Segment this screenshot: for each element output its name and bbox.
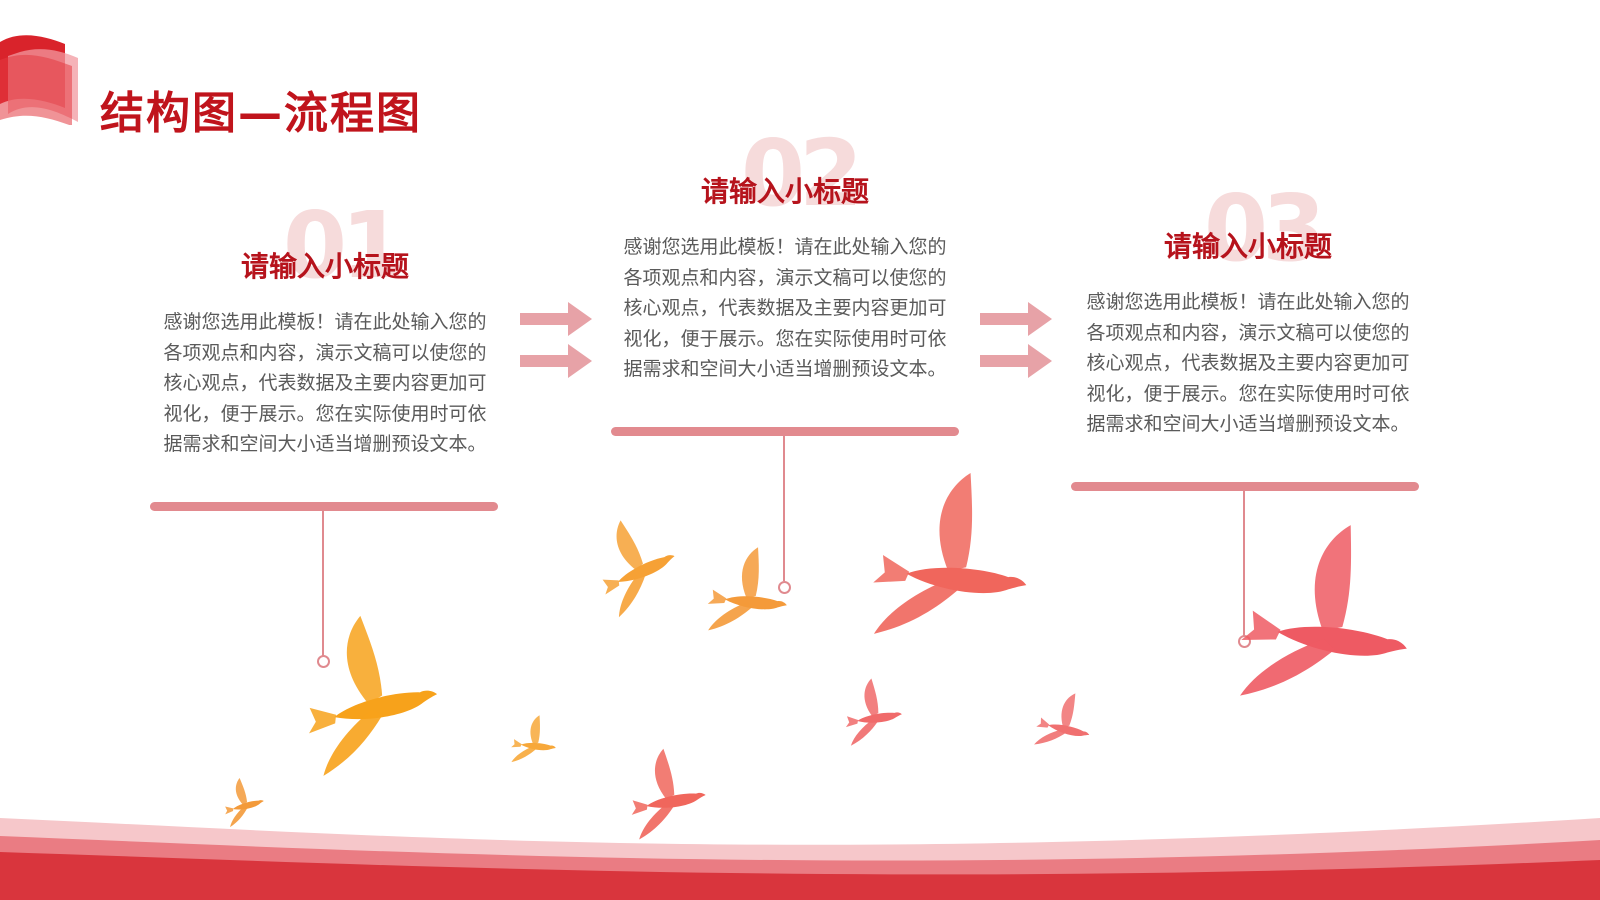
step-connector-1 (322, 511, 324, 656)
arrow-right-icon (520, 344, 592, 378)
step-card-1: 01 请输入小标题 感谢您选用此模板！请在此处输入您的各项观点和内容，演示文稿可… (155, 200, 495, 460)
bird-icon (583, 507, 688, 619)
bird-icon (508, 711, 561, 770)
step-bar-1 (150, 502, 498, 511)
step-connector-2 (783, 436, 785, 581)
step-number-2: 02 (741, 120, 863, 227)
bird-icon (1030, 685, 1101, 760)
step-bar-3 (1071, 482, 1419, 491)
bird-icon (842, 676, 904, 747)
step-number-3: 03 (1204, 175, 1326, 282)
page-title: 结构图—流程图 (100, 88, 422, 140)
bird-icon (703, 540, 796, 644)
flag-icon (0, 35, 78, 125)
bird-icon (864, 459, 1044, 659)
step-body-3: 感谢您选用此模板！请在此处输入您的各项观点和内容，演示文稿可以使您的核心观点，代… (1086, 291, 1410, 435)
bird-icon (625, 744, 710, 840)
arrow-right-icon (980, 344, 1052, 378)
arrow-right-icon (520, 302, 592, 336)
step-bar-2 (611, 427, 959, 436)
bird-icon (1229, 507, 1430, 728)
step-connector-3 (1243, 491, 1245, 636)
step-subtitle-2: 请输入小标题 (700, 175, 869, 208)
step-body-1: 感谢您选用此模板！请在此处输入您的各项观点和内容，演示文稿可以使您的核心观点，代… (163, 311, 487, 455)
step-subtitle-3: 请输入小标题 (1163, 230, 1332, 263)
arrow-right-icon (980, 302, 1052, 336)
step-card-3: 03 请输入小标题 感谢您选用此模板！请在此处输入您的各项观点和内容，演示文稿可… (1078, 183, 1418, 440)
step-number-1: 01 (283, 192, 405, 299)
step-subtitle-1: 请输入小标题 (240, 250, 409, 283)
bird-icon (219, 774, 268, 828)
bird-icon (293, 606, 447, 778)
step-card-2: 02 请输入小标题 感谢您选用此模板！请在此处输入您的各项观点和内容，演示文稿可… (615, 128, 955, 385)
step-connector-dot-2 (778, 581, 791, 594)
step-connector-dot-1 (317, 655, 330, 668)
step-body-2: 感谢您选用此模板！请在此处输入您的各项观点和内容，演示文稿可以使您的核心观点，代… (623, 236, 947, 380)
